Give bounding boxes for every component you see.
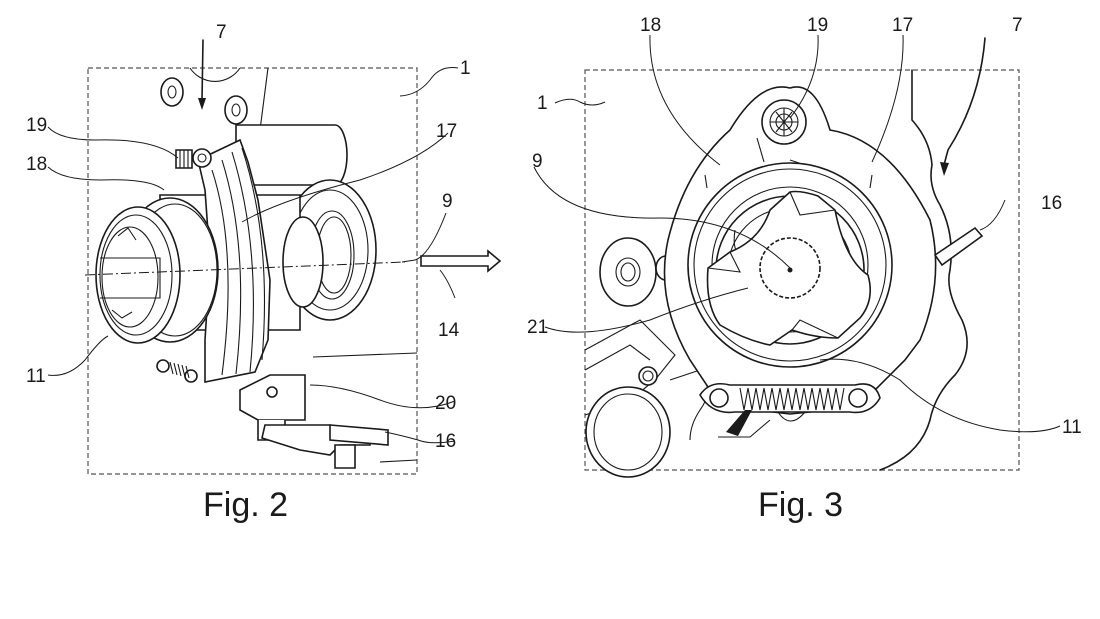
fig3-label-7: 7 bbox=[1012, 15, 1023, 36]
fig2-cylinder bbox=[235, 124, 348, 186]
fig2-arrowhead-7 bbox=[198, 98, 206, 110]
fig3-boundary-box bbox=[584, 69, 1020, 471]
fig2-label-18: 18 bbox=[26, 154, 47, 175]
fig2-label-1: 1 bbox=[460, 58, 471, 79]
fig3-leaders bbox=[533, 34, 1061, 433]
fig3-label-18: 18 bbox=[640, 15, 661, 36]
fig2-label-17: 17 bbox=[436, 121, 457, 142]
fig2-label-9: 9 bbox=[442, 191, 453, 212]
fig2-lever-16 bbox=[239, 374, 389, 469]
fig3-label-11: 11 bbox=[1062, 417, 1082, 438]
fig2: 7 1 19 18 17 9 14 11 20 16 Fig. 2 bbox=[26, 22, 502, 524]
fig3-label-17: 17 bbox=[892, 15, 913, 36]
fig2-housing bbox=[160, 67, 418, 463]
fig2-label-14: 14 bbox=[438, 320, 460, 341]
fig2-direction-arrow-14 bbox=[420, 249, 502, 273]
fig2-shift-sleeve-11 bbox=[95, 197, 219, 344]
fig2-label-19: 19 bbox=[26, 115, 47, 136]
fig3-spring bbox=[699, 382, 881, 438]
fig3-label-16: 16 bbox=[1041, 193, 1062, 214]
fig3-lever-16 bbox=[933, 226, 984, 267]
fig2-spring bbox=[156, 359, 198, 383]
fig3-reference-labels: 18 19 17 7 1 9 16 21 11 bbox=[527, 15, 1082, 438]
fig2-caption: Fig. 2 bbox=[203, 486, 288, 524]
fig3-arrowhead-7 bbox=[940, 162, 949, 176]
fig3-label-9: 9 bbox=[532, 151, 543, 172]
fig2-label-16: 16 bbox=[435, 431, 456, 452]
fig2-label-7: 7 bbox=[216, 22, 227, 43]
fig2-label-20: 20 bbox=[435, 393, 456, 414]
fig2-axis-9 bbox=[84, 261, 406, 276]
fig3-arrow-7 bbox=[943, 37, 986, 166]
fig3-label-21: 21 bbox=[527, 317, 548, 338]
fig2-leaders bbox=[47, 67, 459, 444]
fig2-label-11: 11 bbox=[26, 366, 46, 387]
fig2-boundary-box bbox=[87, 67, 418, 475]
fig3-label-19: 19 bbox=[807, 15, 828, 36]
fig2-screw-19 bbox=[175, 149, 193, 169]
fig2-reference-labels: 7 1 19 18 17 9 14 11 20 16 bbox=[26, 22, 471, 452]
fig3: 18 19 17 7 1 9 16 21 11 Fig. 3 bbox=[527, 15, 1082, 524]
fig2-arrow-7 bbox=[201, 39, 204, 101]
fig3-label-1: 1 bbox=[537, 93, 548, 114]
fig2-shift-fork-17 bbox=[192, 138, 271, 383]
fig3-caption: Fig. 3 bbox=[758, 486, 843, 524]
fig3-housing-7-contour bbox=[879, 69, 968, 471]
